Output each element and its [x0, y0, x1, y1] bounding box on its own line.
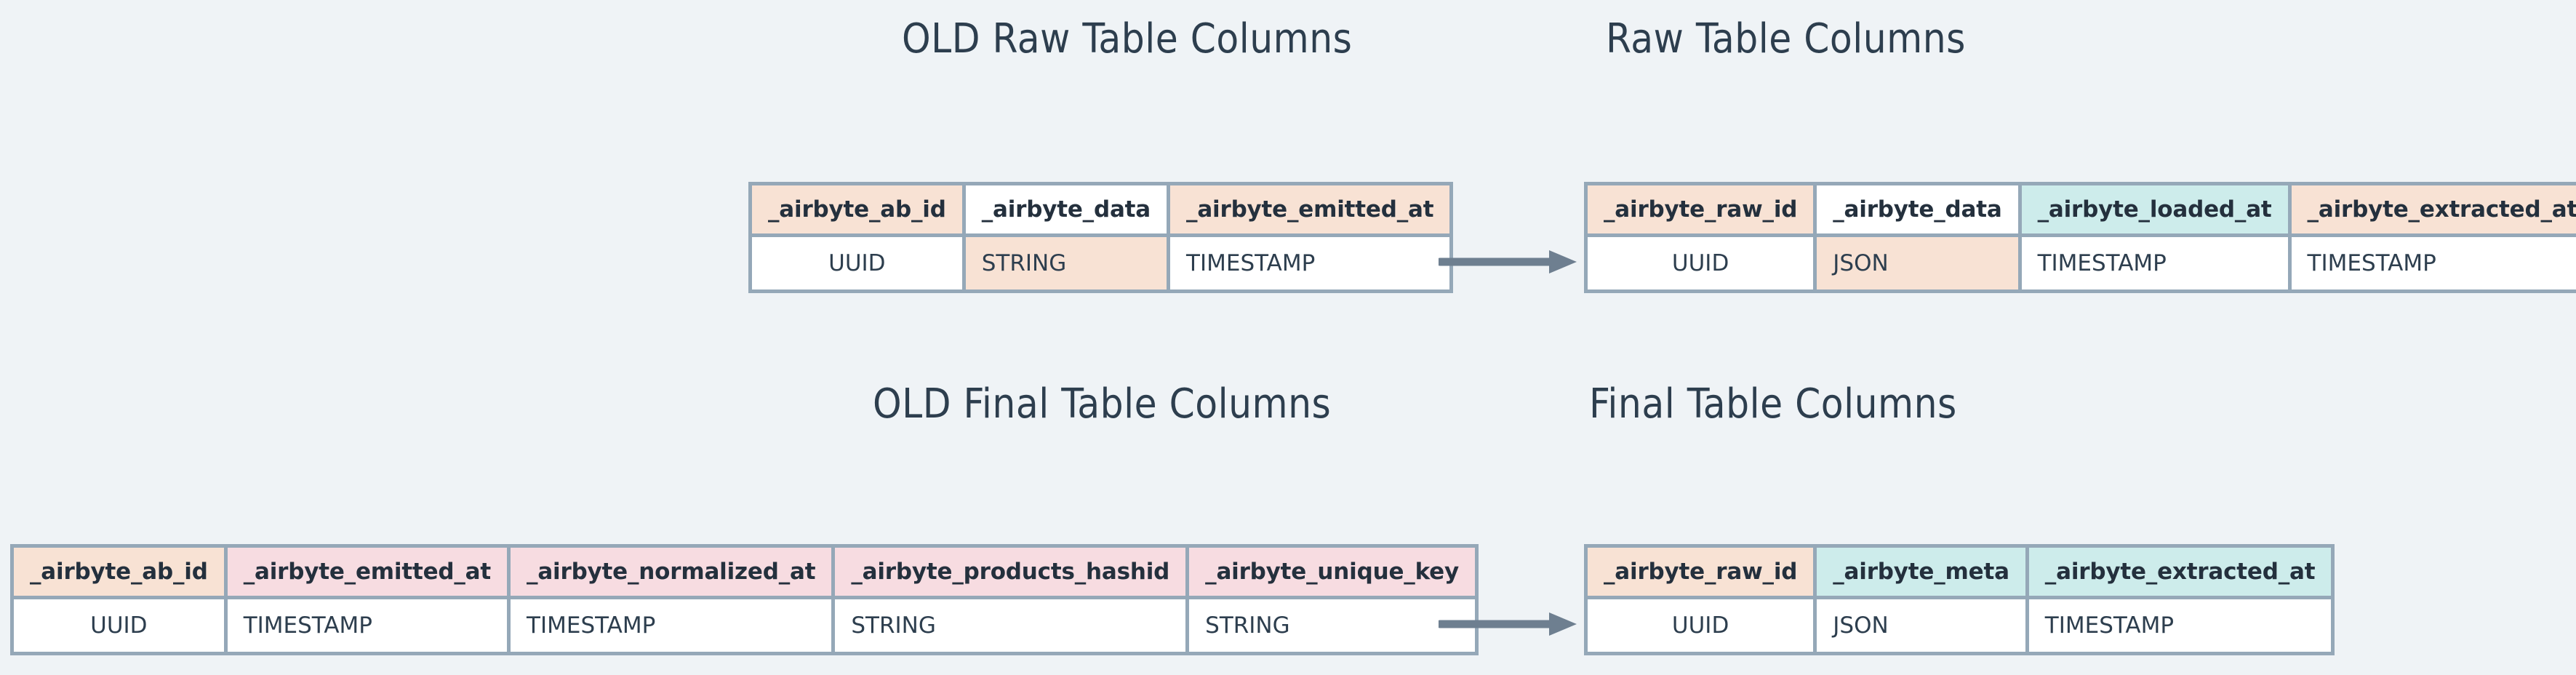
raw-transition-arrow-icon: [1439, 250, 1577, 273]
column-type-airbyte-ab-id: UUID: [14, 599, 224, 652]
column-header-airbyte-raw-id: _airbyte_raw_id: [1588, 548, 1814, 599]
column-type-airbyte-emitted-at: TIMESTAMP: [223, 599, 508, 652]
column-header-airbyte-loaded-at: _airbyte_loaded_at: [2017, 185, 2288, 237]
old-final-columns-table: _airbyte_ab_id_airbyte_emitted_at_airbyt…: [10, 544, 1479, 655]
old-final-table-title: OLD Final Table Columns: [873, 380, 1332, 428]
column-type-airbyte-loaded-at: TIMESTAMP: [2017, 237, 2288, 289]
column-type-airbyte-ab-id: UUID: [752, 237, 962, 289]
raw-table-title: Raw Table Columns: [1606, 15, 1966, 63]
column-type-airbyte-data: STRING: [961, 237, 1167, 289]
column-header-airbyte-data: _airbyte_data: [1813, 185, 2018, 237]
column-header-airbyte-extracted-at: _airbyte_extracted_at: [2287, 185, 2576, 237]
column-header-airbyte-meta: _airbyte_meta: [1813, 548, 2025, 599]
table-header-row: _airbyte_raw_id_airbyte_data_airbyte_loa…: [1588, 185, 2576, 237]
column-type-airbyte-extracted-at: TIMESTAMP: [2025, 599, 2332, 652]
final-columns-table: _airbyte_raw_id_airbyte_meta_airbyte_ext…: [1584, 544, 2335, 655]
column-type-airbyte-extracted-at: TIMESTAMP: [2287, 237, 2576, 289]
column-type-airbyte-data: JSON: [1813, 237, 2018, 289]
column-header-airbyte-extracted-at: _airbyte_extracted_at: [2025, 548, 2332, 599]
column-header-airbyte-products-hashid: _airbyte_products_hashid: [831, 548, 1186, 599]
table-header-row: _airbyte_raw_id_airbyte_meta_airbyte_ext…: [1588, 548, 2332, 599]
old-raw-table-title: OLD Raw Table Columns: [902, 15, 1353, 63]
old-raw-columns-table: _airbyte_ab_id_airbyte_data_airbyte_emit…: [748, 182, 1454, 293]
column-type-airbyte-normalized-at: TIMESTAMP: [507, 599, 832, 652]
column-header-airbyte-data: _airbyte_data: [961, 185, 1167, 237]
column-type-airbyte-unique-key: STRING: [1185, 599, 1475, 652]
column-type-airbyte-raw-id: UUID: [1588, 599, 1814, 652]
column-header-airbyte-unique-key: _airbyte_unique_key: [1185, 548, 1475, 599]
final-table-title: Final Table Columns: [1589, 380, 1957, 428]
column-type-airbyte-emitted-at: TIMESTAMP: [1167, 237, 1450, 289]
column-type-airbyte-raw-id: UUID: [1588, 237, 1814, 289]
table-header-row: _airbyte_ab_id_airbyte_data_airbyte_emit…: [752, 185, 1450, 237]
raw-columns-table: _airbyte_raw_id_airbyte_data_airbyte_loa…: [1584, 182, 2576, 293]
final-transition-arrow-icon: [1439, 612, 1577, 636]
column-header-airbyte-ab-id: _airbyte_ab_id: [752, 185, 962, 237]
column-header-airbyte-emitted-at: _airbyte_emitted_at: [223, 548, 508, 599]
column-header-airbyte-emitted-at: _airbyte_emitted_at: [1167, 185, 1450, 237]
column-type-airbyte-meta: JSON: [1813, 599, 2025, 652]
table-header-row: _airbyte_ab_id_airbyte_emitted_at_airbyt…: [14, 548, 1475, 599]
column-header-airbyte-normalized-at: _airbyte_normalized_at: [507, 548, 832, 599]
column-header-airbyte-ab-id: _airbyte_ab_id: [14, 548, 224, 599]
column-header-airbyte-raw-id: _airbyte_raw_id: [1588, 185, 1814, 237]
column-type-airbyte-products-hashid: STRING: [831, 599, 1186, 652]
